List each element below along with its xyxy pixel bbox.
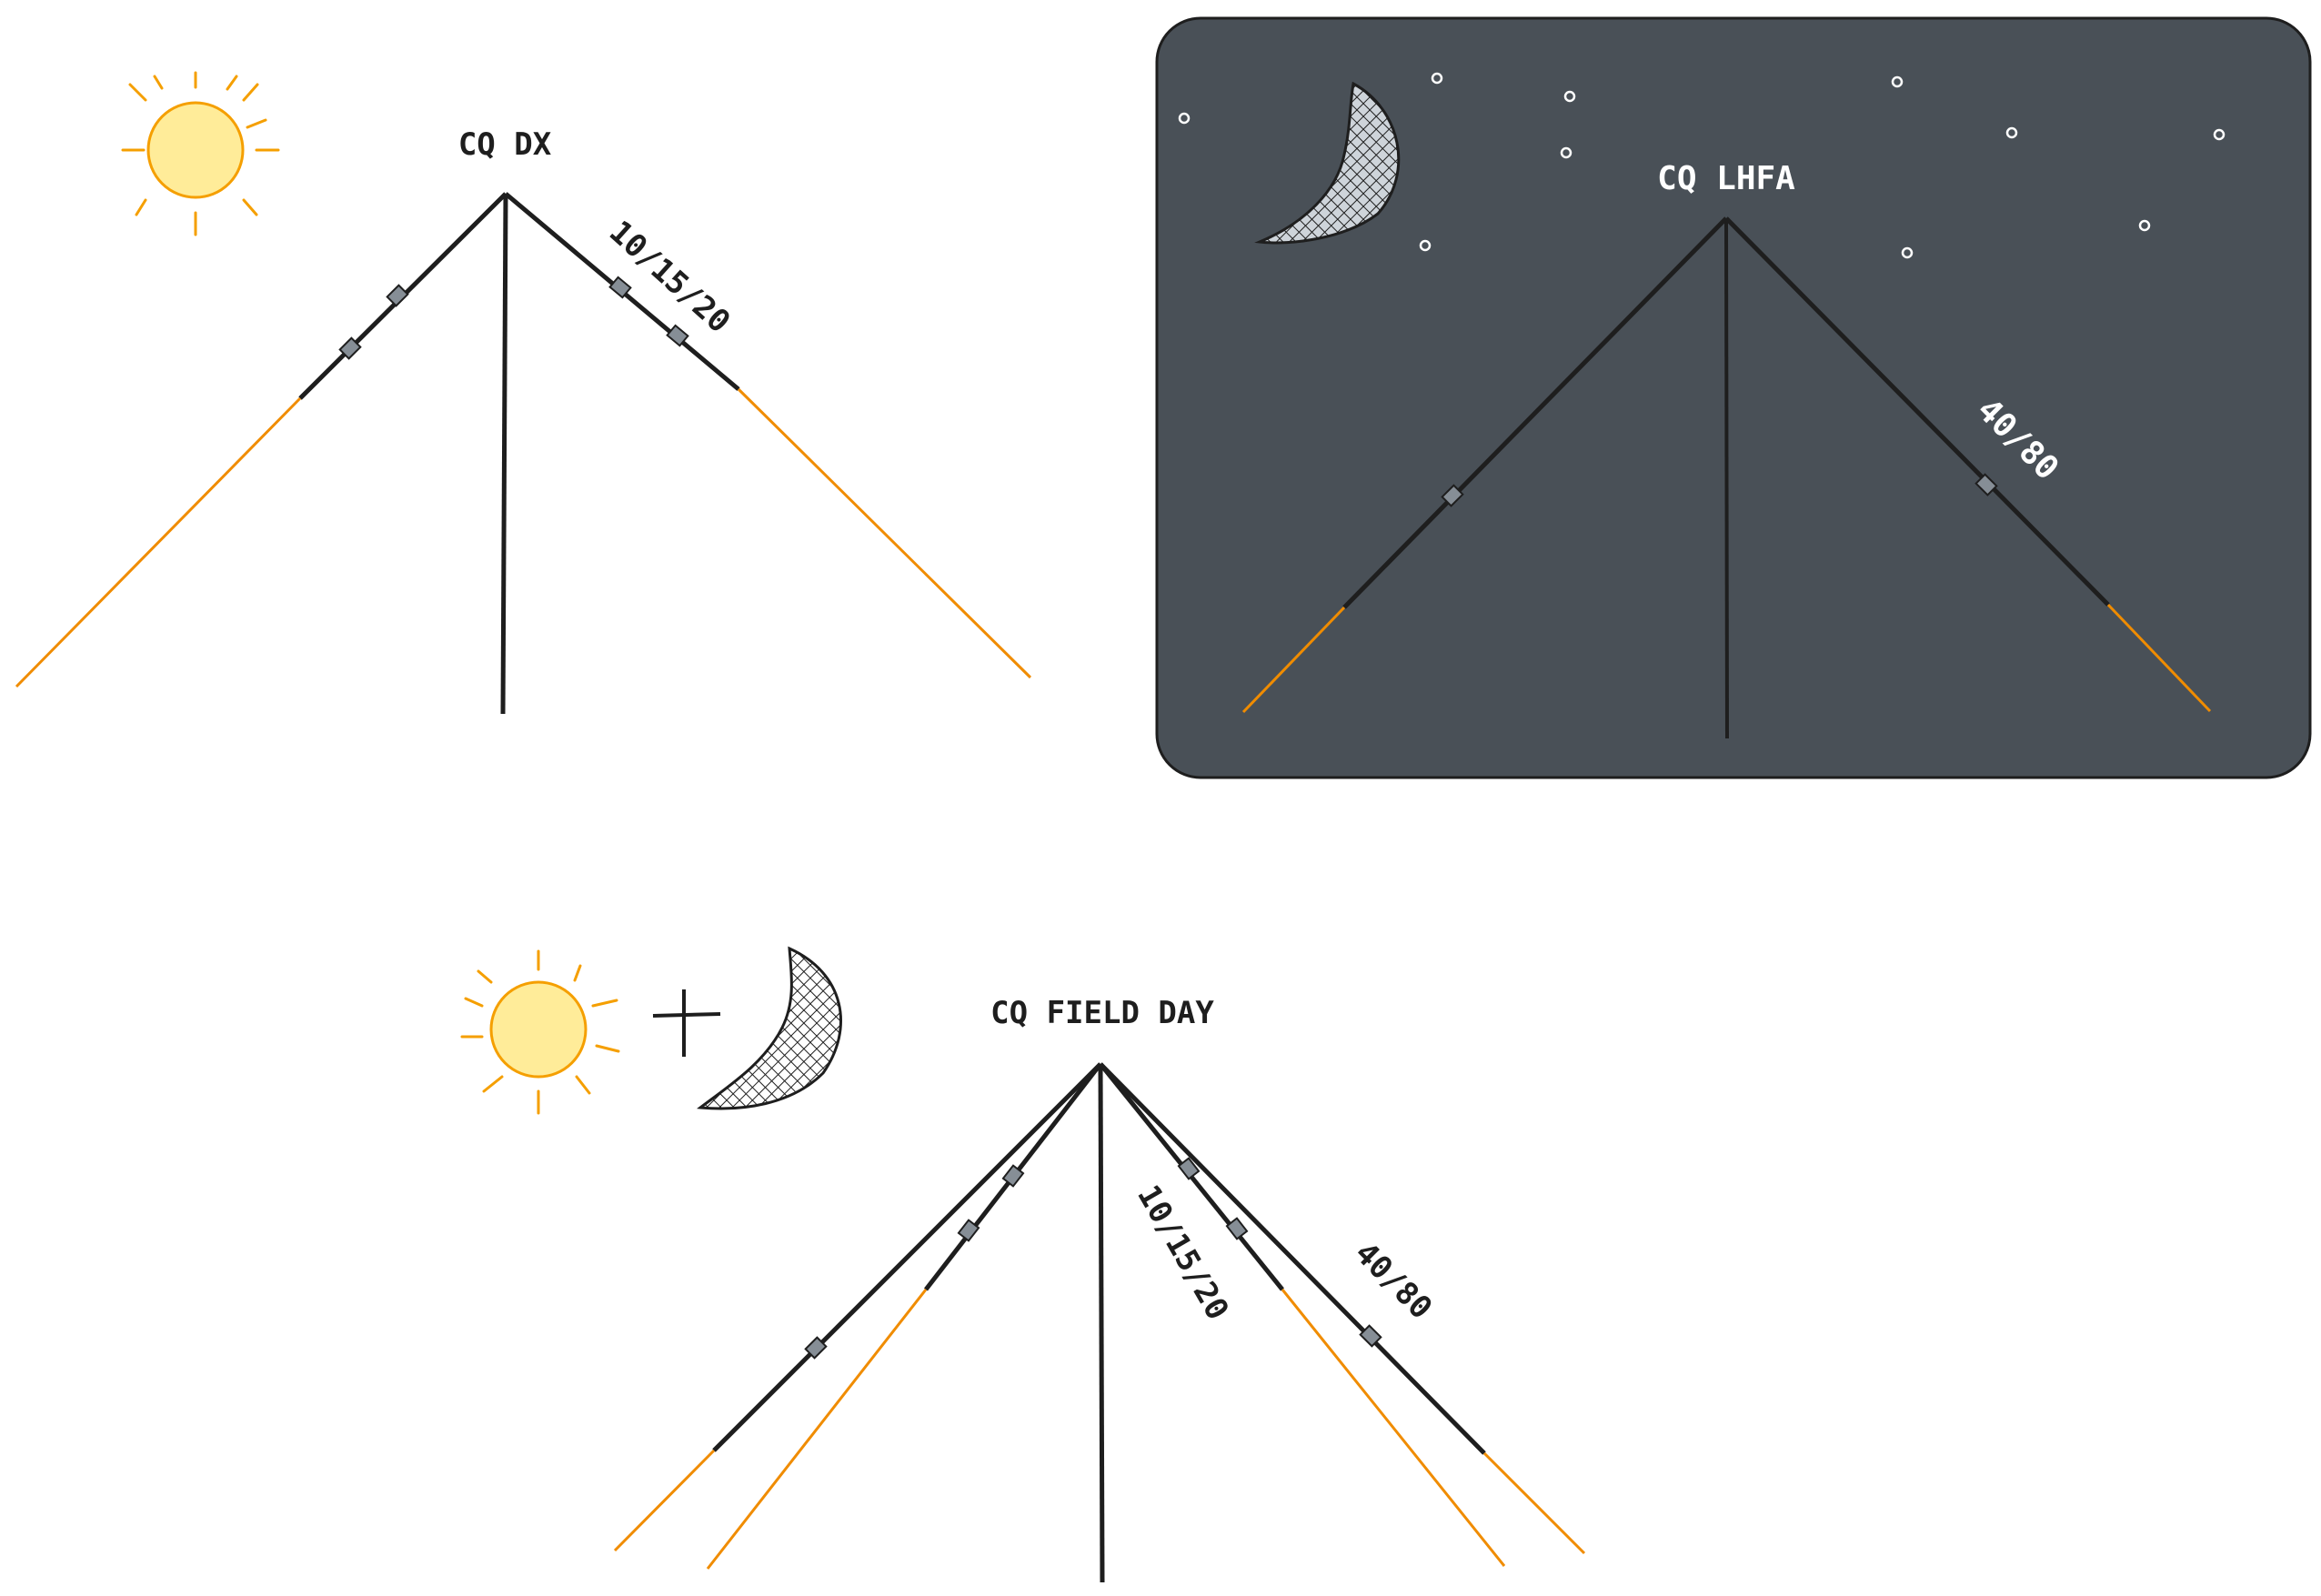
trap-icon <box>608 276 632 299</box>
lhfa-title: CQ LHFA <box>1657 160 1795 197</box>
sun-icon <box>121 71 280 236</box>
trap-icon <box>804 1336 828 1360</box>
trap-icon <box>666 324 689 347</box>
trap-icon <box>1359 1324 1382 1348</box>
dx-left-wire <box>15 192 507 688</box>
field-day-title: CQ FIELD DAY <box>990 995 1214 1031</box>
trap-icon <box>1441 484 1464 507</box>
dx-title: CQ DX <box>458 126 552 163</box>
field-day-left-outer-wire <box>613 1062 1102 1552</box>
night-background <box>1155 16 2312 779</box>
trap-icon <box>1001 1164 1025 1188</box>
lhfa-mast <box>1724 217 1729 739</box>
trap-icon <box>957 1219 980 1242</box>
field-day-right-outer-wire <box>1099 1062 1586 1555</box>
field-day-band-label-high: 10/15/20 <box>1130 1179 1236 1327</box>
trap-icon <box>1225 1217 1249 1240</box>
moon-icon <box>1254 81 1401 245</box>
field-day-left-inner-wire <box>706 1062 1102 1570</box>
dx-mast <box>500 193 508 715</box>
trap-icon <box>386 284 409 307</box>
stars <box>1178 72 2226 259</box>
lhfa-left-wire <box>1241 216 1728 714</box>
field-day-band-label-low: 40/80 <box>1348 1235 1440 1327</box>
trap-icon <box>1974 473 1998 497</box>
plus-operator <box>652 989 721 1057</box>
sun-icon <box>460 949 620 1115</box>
dx-band-label: 10/15/20 <box>602 214 737 340</box>
field-day-right-inner-wire <box>1099 1062 1506 1567</box>
lhfa-panel: CQ LHFA 40/80 <box>1155 16 2312 779</box>
moon-icon <box>697 946 842 1110</box>
trap-icon <box>1177 1157 1201 1180</box>
dx-right-wire <box>504 192 1032 679</box>
dx-panel: CQ DX 10/15/20 <box>15 71 1032 715</box>
trap-icon <box>338 336 362 360</box>
field-day-mast <box>1098 1063 1105 1583</box>
field-day-panel: CQ FIELD DAY 10/15/20 40 <box>460 946 1586 1583</box>
lhfa-right-wire <box>1724 216 2212 713</box>
